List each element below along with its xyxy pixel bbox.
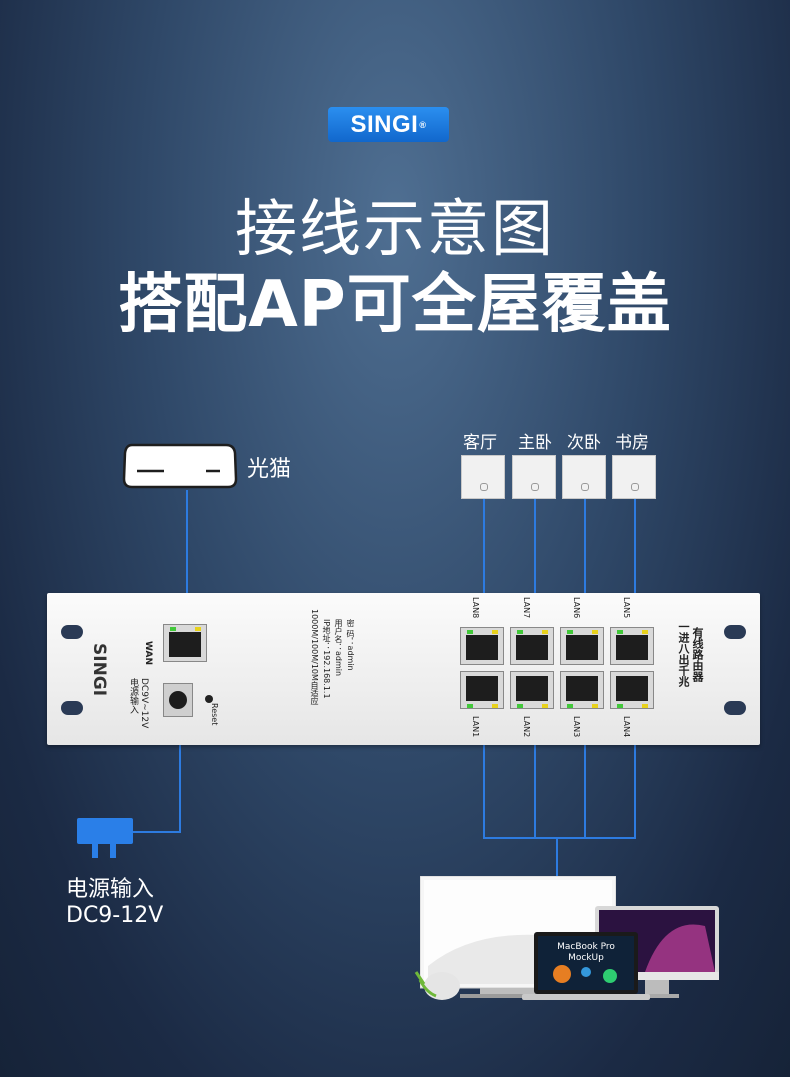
panel-power-label: 电源输入 [128, 678, 138, 714]
wall-ap-second [562, 455, 606, 499]
dc-power-jack[interactable] [163, 683, 193, 717]
room-label-study: 书房 [615, 433, 649, 453]
reset-label: Reset [210, 703, 219, 726]
lan-label: LAN6 [572, 597, 581, 619]
lan-label: LAN7 [522, 597, 531, 619]
wire-power [179, 700, 181, 833]
power-spec: DC9-12V [66, 903, 164, 928]
mount-hole [724, 625, 746, 639]
wire-lan-4 [634, 705, 636, 838]
panel-info-line: 用户名：admin [334, 619, 343, 677]
wire-ap-2 [534, 499, 536, 629]
wire-ap-1 [483, 499, 485, 629]
model-line2: 有线路由器 [691, 627, 704, 682]
wire-ap-4 [634, 499, 636, 629]
lan-port-1[interactable] [460, 671, 504, 709]
wan-port[interactable] [163, 624, 207, 662]
lan-port-7[interactable] [510, 627, 554, 665]
lan-label: LAN1 [471, 716, 480, 738]
router-panel: SINGI 电源输入 DC9V~12V WAN Reset 1000M/100M… [47, 593, 760, 745]
lan-port-6[interactable] [560, 627, 604, 665]
lan-port-4[interactable] [610, 671, 654, 709]
wire-power-h [132, 831, 181, 833]
lan-label: LAN3 [572, 716, 581, 738]
mount-hole [724, 701, 746, 715]
wall-ap-living [461, 455, 505, 499]
plant-icon [412, 962, 464, 1002]
wire-ap-3 [584, 499, 586, 629]
lan-port-8[interactable] [460, 627, 504, 665]
panel-power-spec: DC9V~12V [139, 678, 149, 729]
mount-hole [61, 701, 83, 715]
lan-label: LAN8 [471, 597, 480, 619]
page-subtitle: 搭配AP可全屋覆盖 [118, 268, 672, 342]
panel-info-line: 密 码：admin [346, 619, 355, 671]
model-line1: 一进八出千兆 [677, 621, 690, 687]
wire-lan-bus [483, 837, 636, 839]
wire-modem-wan [186, 490, 188, 630]
lan-label: LAN5 [622, 597, 631, 619]
room-label-second: 次卧 [567, 433, 601, 453]
wire-lan-1 [483, 705, 485, 838]
modem-label: 光猫 [247, 457, 292, 482]
reset-button[interactable] [205, 695, 213, 703]
laptop-screen-line1: MacBook Pro [557, 942, 615, 952]
brand-logo: SINGI® [328, 107, 449, 142]
laptop-screen-line2: MockUp [568, 953, 604, 963]
laptop-icon: MacBook Pro MockUp [522, 932, 650, 1002]
lan-port-2[interactable] [510, 671, 554, 709]
lan-label: LAN4 [622, 716, 631, 738]
room-label-master: 主卧 [518, 433, 552, 453]
panel-brand: SINGI [89, 643, 109, 697]
power-label: 电源输入 [66, 877, 155, 902]
panel-wan-label: WAN [143, 641, 153, 666]
lan-label: LAN2 [522, 716, 531, 738]
page-title: 接线示意图 [234, 192, 555, 265]
lan-port-3[interactable] [560, 671, 604, 709]
mount-hole [61, 625, 83, 639]
room-label-living: 客厅 [463, 433, 497, 453]
wire-lan-2 [534, 705, 536, 838]
wall-ap-master [512, 455, 556, 499]
panel-info-line: 1000M/100M/10M自适应 [310, 609, 319, 705]
lan-port-5[interactable] [610, 627, 654, 665]
power-adapter-icon [77, 818, 133, 860]
wall-ap-study [612, 455, 656, 499]
wire-lan-3 [584, 705, 586, 838]
wire-devices [556, 837, 558, 877]
panel-info-line: IP地址：192.168.1.1 [322, 619, 331, 699]
modem-icon [122, 441, 238, 491]
